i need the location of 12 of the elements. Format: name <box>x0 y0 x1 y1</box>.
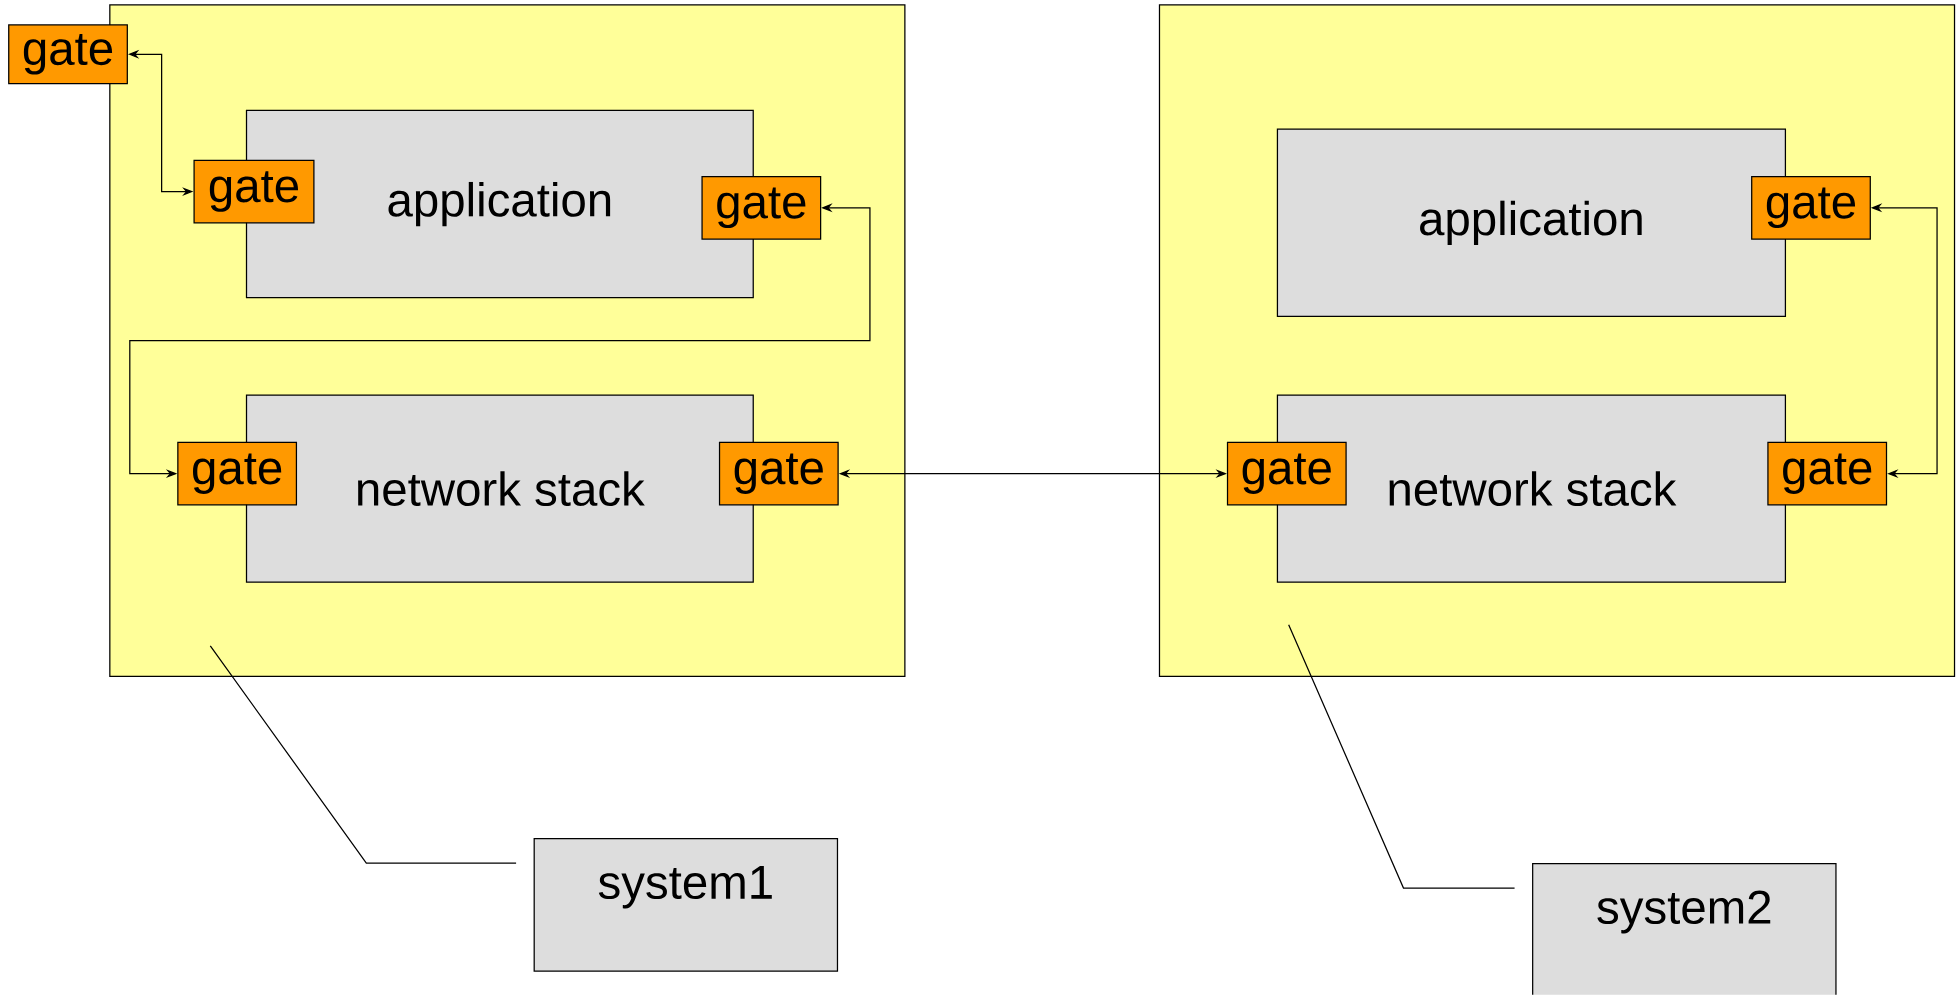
gate-box: gate <box>177 441 298 506</box>
gate-box: gate <box>718 441 839 506</box>
leader-line <box>209 645 517 864</box>
label-box: system2 <box>1532 863 1837 995</box>
gate-box: gate <box>1226 441 1347 506</box>
gate-box: gate <box>193 159 315 224</box>
gate-box: gate <box>8 24 128 85</box>
leader-line <box>1288 624 1516 889</box>
label-box: system1 <box>533 838 839 972</box>
gate-box: gate <box>1767 441 1888 506</box>
gate-box: gate <box>1751 176 1871 240</box>
gate-box: gate <box>701 176 822 240</box>
